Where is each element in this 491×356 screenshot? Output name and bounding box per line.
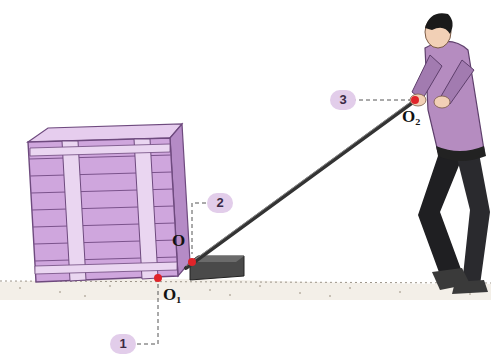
point-label: O₂ [402, 108, 420, 125]
point-label: O [172, 232, 185, 249]
callout-number: 1 [110, 334, 136, 354]
point-label: O₁ [163, 286, 181, 303]
callout-number: 3 [330, 90, 356, 110]
callout-number: 2 [207, 193, 233, 213]
